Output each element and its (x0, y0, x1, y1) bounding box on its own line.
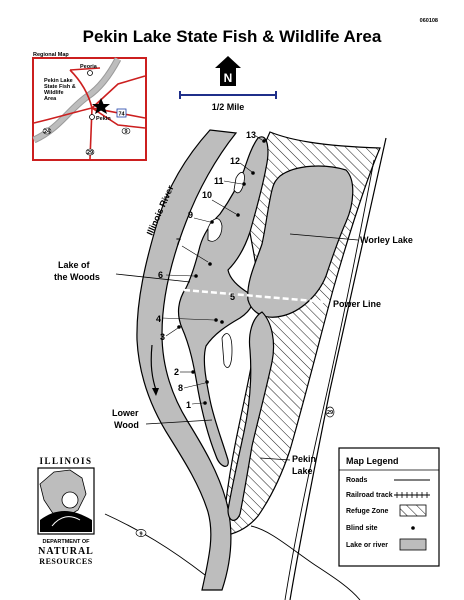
scale-bar: 1/2 Mile (179, 91, 277, 112)
pekin-lake (227, 311, 275, 521)
blind-site-label-5: 5 (230, 292, 235, 302)
blind-site-3 (177, 325, 181, 329)
power-line (183, 288, 327, 304)
worley-lake (247, 165, 354, 318)
blind-site-label-13: 13 (246, 130, 256, 140)
regional-route-74: 74 (118, 112, 125, 118)
blind-site-9 (210, 220, 214, 224)
water-swatch (399, 538, 427, 551)
area-star-icon (92, 98, 110, 114)
blind-site-12 (251, 171, 255, 175)
blind-site-10 (236, 213, 240, 217)
blind-site-8 (205, 380, 209, 384)
legend-blind: Blind site (346, 525, 378, 532)
map-id: 060108 (420, 18, 438, 24)
blind-site-label-9: 9 (188, 210, 193, 220)
road-9 (104, 513, 206, 576)
legend-refuge: Refuge Zone (346, 508, 388, 515)
blind-site-11 (242, 182, 246, 186)
legend-title: Map Legend (346, 456, 399, 466)
blind-site-label-7: 7 (176, 237, 181, 247)
blind-site-5 (220, 320, 224, 324)
blind-site-label-2: 2 (174, 367, 179, 377)
lake-of-woods-label-1: Lake of (58, 260, 91, 270)
map-legend: Map Legend Roads Railroad track Refuge Z… (338, 447, 440, 567)
logo-natural: NATURAL (38, 546, 94, 557)
river-flow-arrow-icon (150, 344, 159, 396)
regional-peoria: Peoria (80, 64, 98, 70)
blind-site-13 (262, 139, 266, 143)
blind-site-label-1: 1 (186, 400, 191, 410)
lower-wood-label-1: Lower (112, 408, 139, 418)
blind-site-label-4: 4 (156, 314, 161, 324)
legend-roads: Roads (346, 477, 368, 484)
blind-site-label-10: 10 (202, 190, 212, 200)
regional-area-line4: Area (44, 96, 57, 102)
illinois-river (136, 129, 238, 591)
power-line-label: Power Line (333, 299, 381, 309)
regional-pekin: Pekin (96, 116, 111, 122)
blind-site-4 (214, 318, 218, 322)
logo-dept: DEPARTMENT OF (43, 539, 91, 545)
regional-map-label: Regional Map (33, 52, 69, 58)
scale-label: 1/2 Mile (212, 102, 245, 112)
worley-lake-label: Worley Lake (360, 235, 413, 245)
railroad-icon (394, 492, 430, 498)
blind-site-2 (191, 370, 195, 374)
regional-area-line2: State Fish & (44, 84, 76, 90)
blind-site-label-3: 3 (160, 332, 165, 342)
legend-water: Lake or river (346, 542, 388, 549)
page-title: Pekin Lake State Fish & Wildlife Area (83, 27, 382, 46)
regional-route-24: 24 (44, 129, 51, 135)
lake-of-woods-label-2: the Woods (54, 272, 100, 282)
road-29 (284, 159, 375, 600)
regional-area-line3: Wildlife (44, 90, 64, 96)
blind-site-6 (194, 274, 198, 278)
blind-sites: 1 2 3 4 5 6 7 8 9 10 11 12 13 (156, 130, 266, 410)
idnr-logo: ILLINOIS DEPARTMENT OF NATURAL RESOURCES (37, 456, 95, 566)
blind-site-1 (203, 401, 207, 405)
regional-route-29: 29 (87, 150, 93, 156)
logo-resources: RESOURCES (39, 557, 92, 566)
logo-illinois: ILLINOIS (39, 456, 92, 466)
pekin-lake-label-1: Pekin (292, 454, 316, 464)
railroad-track (289, 137, 387, 600)
route-9-label: 9 (139, 532, 142, 538)
blind-site-label-6: 6 (158, 270, 163, 280)
regional-map: Regional Map Peoria Pekin Lake State Fis… (32, 52, 147, 161)
legend-railroad: Railroad track (346, 492, 393, 499)
blind-site-label-8: 8 (178, 383, 183, 393)
route-29-label: 29 (327, 410, 333, 416)
regional-route-9: 9 (124, 129, 127, 135)
blind-site-7 (208, 262, 212, 266)
north-arrow-icon: N (215, 56, 241, 86)
regional-area-line1: Pekin Lake (44, 78, 73, 84)
blind-site-label-11: 11 (214, 176, 224, 186)
blind-site-label-12: 12 (230, 156, 240, 166)
north-label: N (224, 71, 233, 85)
pekin-lake-label-2: Lake (292, 466, 313, 476)
refuge-swatch (399, 504, 427, 517)
blind-site-swatch (411, 526, 415, 530)
lower-wood-label-2: Wood (114, 420, 139, 430)
